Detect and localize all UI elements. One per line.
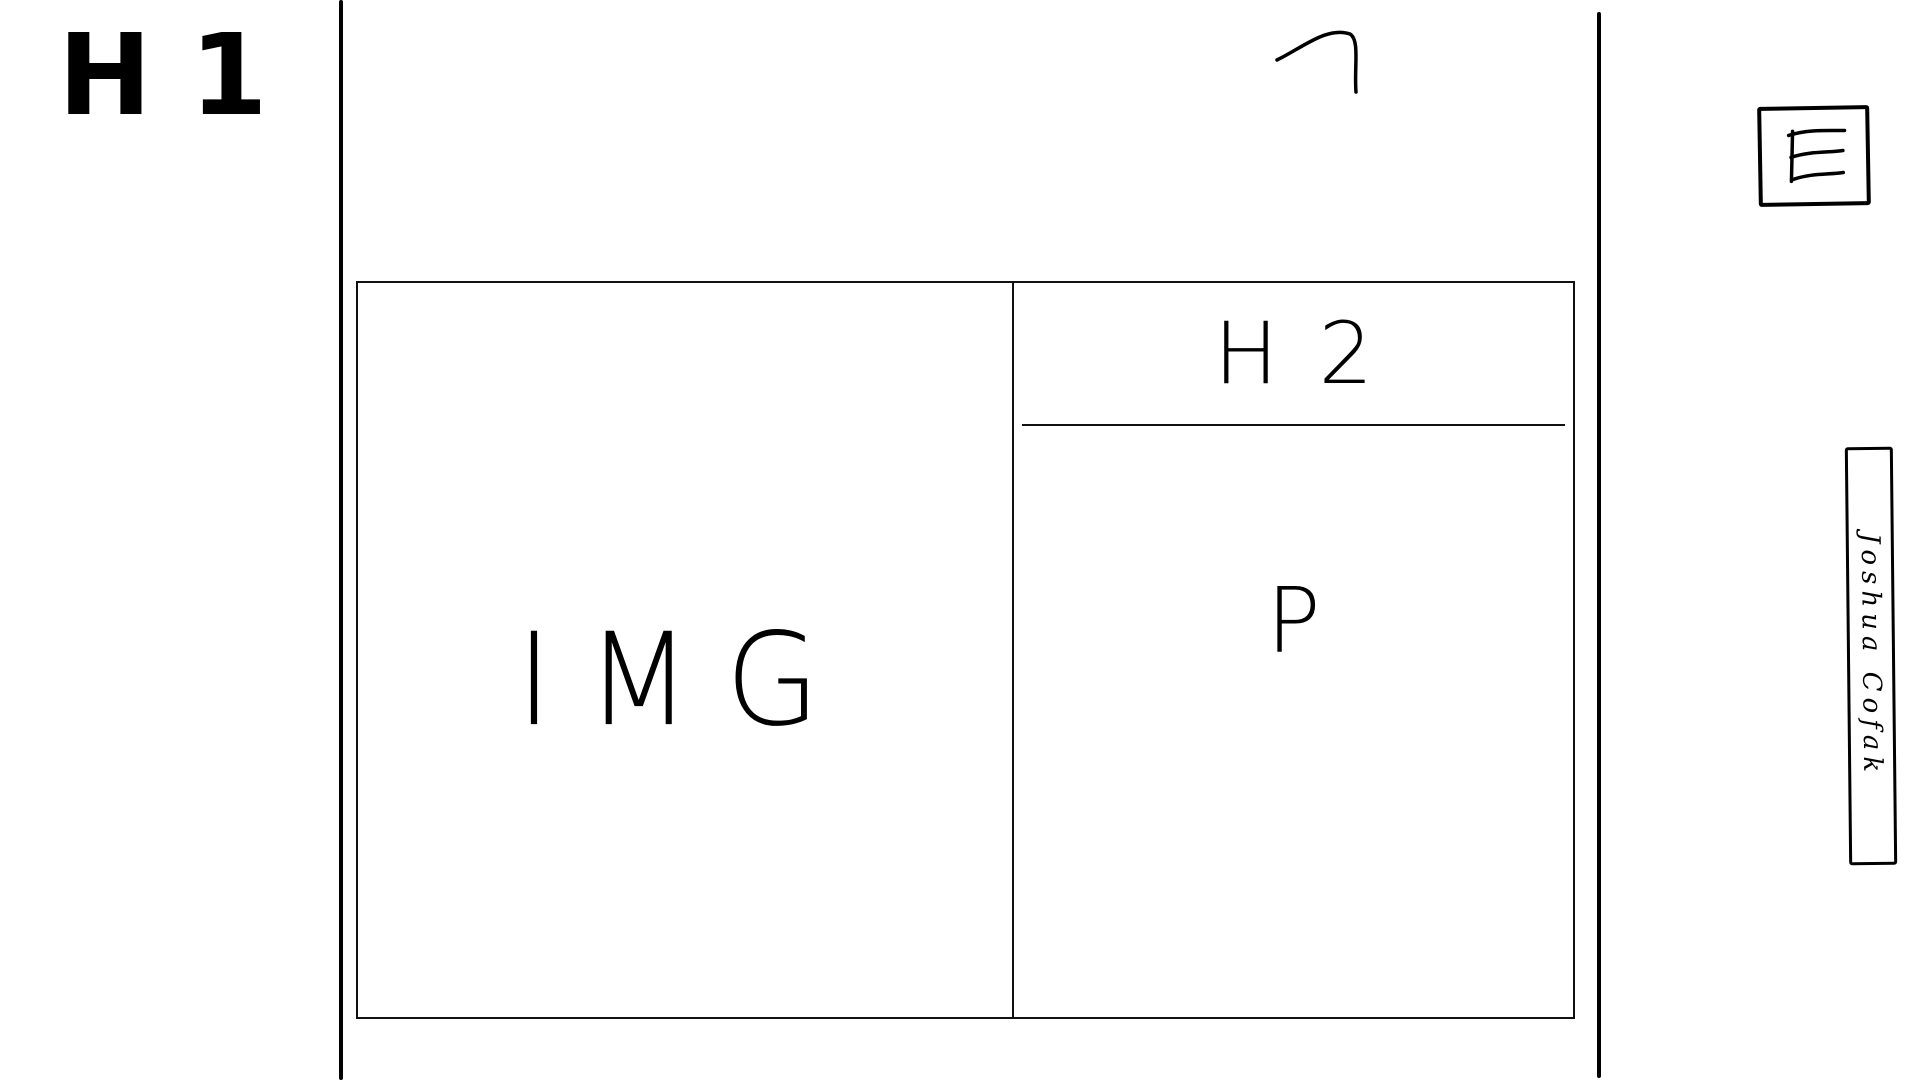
menu-button[interactable] <box>1757 105 1871 207</box>
text-column: H2 P <box>1014 283 1573 1017</box>
image-placeholder-label: IMG <box>516 605 854 755</box>
side-contact-button-label: Joshua Cofak <box>1854 533 1888 779</box>
content-card: IMG H2 P <box>356 281 1575 1019</box>
image-placeholder: IMG <box>358 283 1014 1017</box>
right-page-rule <box>1597 12 1601 1078</box>
paragraph-placeholder: P <box>1266 568 1321 674</box>
hamburger-menu-icon <box>1786 128 1847 184</box>
page-title: H1 <box>58 11 306 141</box>
side-contact-button[interactable]: Joshua Cofak <box>1844 446 1898 866</box>
squiggle-mark <box>1275 30 1358 94</box>
left-page-rule <box>339 0 343 1080</box>
section-heading: H2 <box>1213 303 1414 404</box>
paragraph-area: P <box>1014 426 1573 756</box>
section-heading-area: H2 <box>1022 283 1565 426</box>
